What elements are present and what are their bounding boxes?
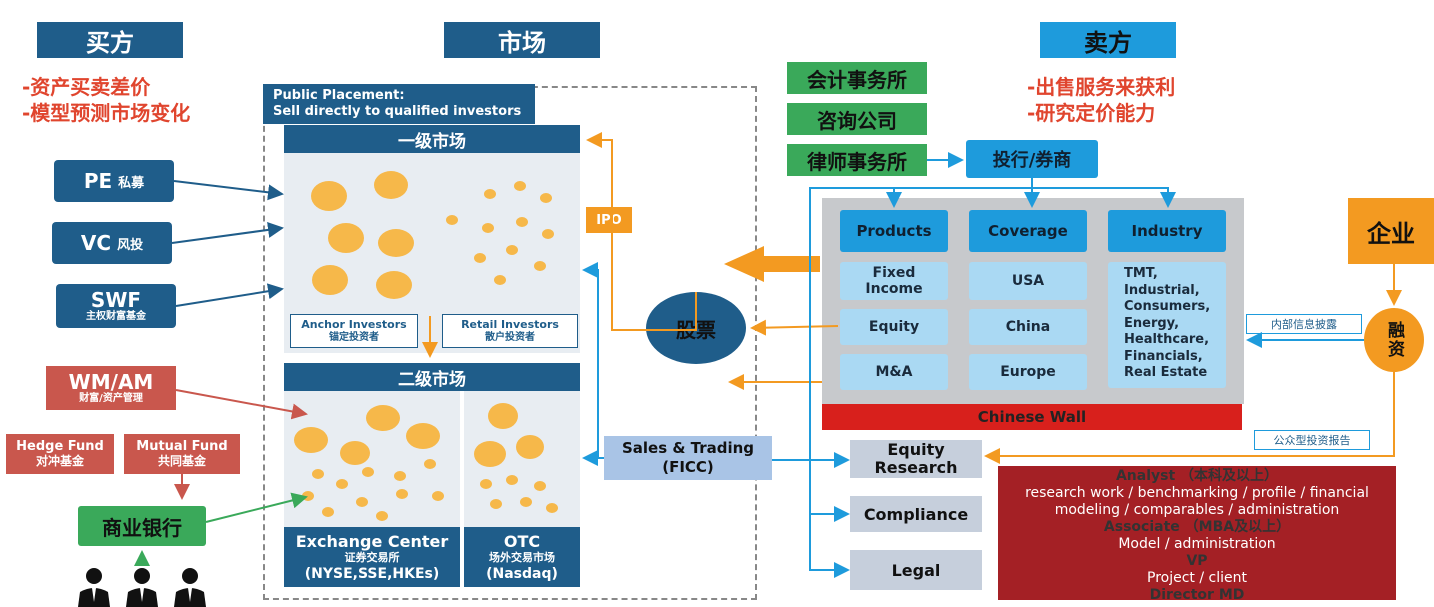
- coverage-china: China: [969, 309, 1087, 345]
- legal-box: Legal: [850, 550, 982, 590]
- buyer-header: 买方: [37, 22, 183, 58]
- coverage-header: Coverage: [969, 210, 1087, 252]
- otc-label: OTC: [503, 531, 541, 551]
- equity-research-label: Equity: [887, 440, 945, 459]
- pe-box: PE 私募: [54, 160, 174, 202]
- vc-box: VC 风投: [52, 222, 172, 264]
- coverage-usa: USA: [969, 262, 1087, 300]
- public-placement-title: Public Placement:: [273, 88, 405, 103]
- otc-box: OTC 场外交易市场 (Nasdaq): [464, 527, 580, 587]
- exchange-center-label: Exchange Center: [295, 531, 449, 551]
- analyst-line: Model / administration: [1118, 536, 1276, 552]
- analyst-line: Project / client: [1147, 570, 1247, 586]
- company-box: 企业: [1348, 198, 1434, 264]
- analyst-line: VP: [1186, 553, 1208, 569]
- seller-note: -出售服务来获利: [1027, 75, 1176, 99]
- accounting-firm-box: 会计事务所: [787, 62, 927, 94]
- industry-item: Financials,: [1124, 348, 1203, 364]
- chinese-wall-bar: Chinese Wall: [822, 404, 1242, 430]
- anchor-investors-sublabel: 锚定投资者: [329, 332, 379, 343]
- person-icon: [174, 568, 206, 607]
- person-icon: [126, 568, 158, 607]
- swf-sublabel: 主权财富基金: [86, 311, 146, 322]
- buyer-note: -资产买卖差价: [22, 75, 151, 99]
- internal-disclosure-label: 内部信息披露: [1246, 314, 1362, 334]
- anchor-investors-box: Anchor Investors 锚定投资者: [290, 314, 418, 348]
- wm-box: WM/AM 财富/资产管理: [46, 366, 176, 410]
- analyst-hierarchy-box: Analyst （本科及以上） research work / benchmar…: [998, 466, 1396, 603]
- analyst-line: Analyst （本科及以上）: [1115, 468, 1279, 484]
- sales-trading-box: Sales & Trading (FICC): [604, 436, 772, 480]
- exchange-center-sublabel: 证券交易所: [344, 550, 400, 564]
- industry-item: Energy,: [1124, 315, 1180, 331]
- coverage-europe: Europe: [969, 354, 1087, 390]
- industry-item: Real Estate: [1124, 365, 1208, 380]
- analyst-line: modeling / comparables / administration: [1054, 502, 1340, 518]
- public-placement-desc: Sell directly to qualified investors: [273, 104, 522, 119]
- seller-notes: -出售服务来获利 -研究定价能力: [1027, 74, 1247, 126]
- ipo-label: IPO: [586, 207, 632, 233]
- anchor-investors-label: Anchor Investors: [301, 318, 407, 331]
- public-report-label: 公众型投资报告: [1254, 430, 1370, 450]
- compliance-box: Compliance: [850, 496, 982, 532]
- retail-investors-label: Retail Investors: [461, 318, 559, 331]
- secondary-market-title: 二级市场: [284, 363, 580, 391]
- exchange-center-list: (NYSE,SSE,HKEs): [304, 565, 440, 582]
- seller-header: 卖方: [1040, 22, 1176, 58]
- law-firm-box: 律师事务所: [787, 144, 927, 176]
- pe-sublabel: 私募: [118, 175, 145, 191]
- person-icon: [78, 568, 110, 607]
- analyst-line: research work / benchmarking / profile /…: [1025, 485, 1369, 501]
- pe-label: PE: [83, 169, 113, 193]
- analyst-line: Director MD: [1149, 587, 1245, 603]
- swf-label: SWF: [90, 288, 142, 312]
- industry-item: Healthcare,: [1124, 332, 1210, 347]
- mutual-fund-sublabel: 共同基金: [157, 454, 206, 468]
- product-mna: M&A: [840, 354, 948, 390]
- products-header: Products: [840, 210, 948, 252]
- product-fixed-income: Fixed Income: [840, 262, 948, 300]
- wm-sublabel: 财富/资产管理: [79, 393, 143, 404]
- mutual-fund-box: Mutual Fund 共同基金: [124, 434, 240, 474]
- stock-circle: 股票: [646, 292, 746, 364]
- industry-item: Consumers,: [1124, 299, 1211, 314]
- retail-investors-box: Retail Investors 散户投资者: [442, 314, 578, 348]
- commercial-bank-box: 商业银行: [78, 506, 206, 546]
- financing-label: 融资: [1384, 321, 1404, 359]
- market-header: 市场: [444, 22, 600, 58]
- primary-market-title: 一级市场: [284, 125, 580, 153]
- sales-trading-sublabel: (FICC): [662, 458, 714, 476]
- hedge-fund-sublabel: 对冲基金: [35, 454, 84, 468]
- public-placement-box: Public Placement: Sell directly to quali…: [263, 84, 535, 124]
- industry-header: Industry: [1108, 210, 1226, 252]
- buyer-notes: -资产买卖差价 -模型预测市场变化: [22, 74, 242, 126]
- retail-investors-sublabel: 散户投资者: [485, 332, 535, 343]
- sales-trading-label: Sales & Trading: [621, 439, 755, 457]
- otc-sublabel: 场外交易市场: [489, 550, 555, 564]
- equity-research-sublabel: Research: [874, 458, 958, 477]
- hedge-fund-label: Hedge Fund: [16, 439, 104, 454]
- mutual-fund-label: Mutual Fund: [136, 439, 228, 454]
- hedge-fund-box: Hedge Fund 对冲基金: [6, 434, 114, 474]
- exchange-center-box: Exchange Center 证券交易所 (NYSE,SSE,HKEs): [284, 527, 460, 587]
- financing-circle: 融资: [1364, 308, 1424, 372]
- industry-item: Industrial,: [1124, 282, 1200, 298]
- vc-label: VC: [80, 231, 112, 255]
- analyst-line: Associate （MBA及以上）: [1103, 519, 1291, 535]
- people-icon: [78, 568, 206, 607]
- seller-note: -研究定价能力: [1027, 101, 1156, 125]
- industry-list: TMT, Industrial, Consumers, Energy, Heal…: [1108, 262, 1226, 388]
- consulting-firm-box: 咨询公司: [787, 103, 927, 135]
- wm-label: WM/AM: [68, 370, 154, 394]
- equity-research-box: Equity Research: [850, 440, 982, 478]
- buyer-note: -模型预测市场变化: [22, 101, 191, 125]
- ibank-box: 投行/券商: [966, 140, 1098, 178]
- otc-list: (Nasdaq): [486, 565, 558, 582]
- industry-item: TMT,: [1124, 266, 1158, 281]
- product-equity: Equity: [840, 309, 948, 345]
- vc-sublabel: 风投: [117, 237, 144, 253]
- swf-box: SWF 主权财富基金: [56, 284, 176, 328]
